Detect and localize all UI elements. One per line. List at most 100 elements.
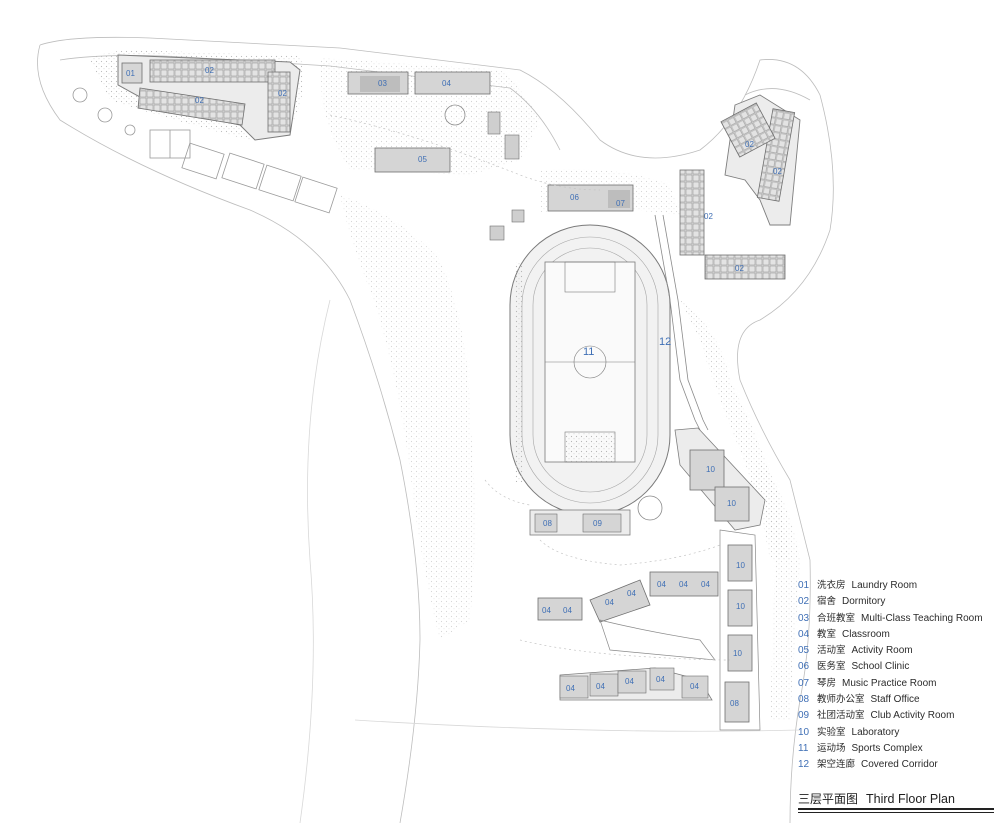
legend-label-en: School Clinic bbox=[851, 661, 910, 673]
legend-label-zh: 医务室 bbox=[817, 661, 846, 673]
room-label: 07 bbox=[616, 199, 625, 208]
room-label: 04 bbox=[679, 580, 688, 589]
legend-number: 04 bbox=[798, 628, 810, 640]
sports-courts bbox=[72, 87, 338, 214]
room-label: 04 bbox=[442, 79, 451, 88]
legend-number: 12 bbox=[798, 759, 810, 771]
title-underline bbox=[798, 808, 994, 810]
legend-label-zh: 宿舍 bbox=[817, 596, 837, 608]
room-label: 04 bbox=[656, 675, 665, 684]
legend-label-zh: 教室 bbox=[817, 628, 837, 640]
room-label: 06 bbox=[570, 193, 579, 202]
room-label: 12 bbox=[659, 336, 671, 348]
plan-title-en: Third Floor Plan bbox=[866, 792, 955, 806]
room-label: 02 bbox=[195, 96, 204, 105]
legend-number: 06 bbox=[798, 661, 810, 673]
room-label: 04 bbox=[563, 606, 572, 615]
legend-item: 04 教室 Classroom bbox=[798, 627, 998, 643]
room-label: 08 bbox=[730, 699, 739, 708]
legend-label-en: Multi-Class Teaching Room bbox=[861, 612, 983, 624]
room-label: 04 bbox=[542, 606, 551, 615]
room-label: 10 bbox=[736, 602, 745, 611]
legend-label-en: Laboratory bbox=[851, 726, 900, 738]
room-label: 05 bbox=[418, 155, 427, 164]
dorm-block-northeast bbox=[679, 94, 801, 280]
room-label: 02 bbox=[704, 212, 713, 221]
legend-item: 11 运动场 Sports Complex bbox=[798, 741, 998, 757]
legend-label-en: Sports Complex bbox=[851, 742, 923, 754]
legend-label-zh: 社团活动室 bbox=[817, 710, 865, 722]
legend-label-en: Dormitory bbox=[842, 596, 886, 608]
room-labels: 01 02 02 02 03 04 05 06 07 02 02 02 02 1… bbox=[126, 66, 782, 708]
room-label: 04 bbox=[657, 580, 666, 589]
plan-title: 三层平面图 Third Floor Plan bbox=[798, 790, 955, 807]
covered-corridor bbox=[654, 214, 709, 431]
legend-number: 05 bbox=[798, 645, 810, 657]
legend-number: 11 bbox=[798, 742, 809, 754]
legend-label-en: Classroom bbox=[842, 628, 890, 640]
legend-label-en: Music Practice Room bbox=[842, 677, 937, 689]
room-label: 10 bbox=[727, 499, 736, 508]
clinic-music-block bbox=[489, 184, 634, 241]
legend-number: 01 bbox=[798, 580, 810, 591]
legend-label-zh: 架空连廊 bbox=[817, 759, 856, 771]
legend-label-en: Covered Corridor bbox=[861, 759, 938, 771]
legend-item: 02 宿舍 Dormitory bbox=[798, 594, 998, 610]
circulation-paths bbox=[329, 114, 731, 661]
room-label: 02 bbox=[745, 140, 754, 149]
legend-number: 08 bbox=[798, 694, 810, 706]
north-teaching-block bbox=[347, 71, 520, 173]
room-label: 04 bbox=[605, 598, 614, 607]
sports-complex bbox=[509, 224, 671, 516]
legend-label-zh: 运动场 bbox=[817, 742, 846, 754]
legend-item: 10 实验室 Laboratory bbox=[798, 725, 998, 741]
legend-item: 06 医务室 School Clinic bbox=[798, 659, 998, 675]
room-label: 02 bbox=[773, 167, 782, 176]
room-label: 10 bbox=[733, 649, 742, 658]
legend-number: 07 bbox=[798, 677, 810, 689]
room-label: 02 bbox=[735, 264, 744, 273]
legend-item: 09 社团活动室 Club Activity Room bbox=[798, 708, 998, 724]
south-classroom-blocks bbox=[529, 495, 719, 701]
legend-number: 02 bbox=[798, 596, 810, 608]
legend-label-zh: 教师办公室 bbox=[817, 694, 865, 706]
legend-label-zh: 合班教室 bbox=[817, 612, 856, 624]
legend-item: 03 合班教室 Multi-Class Teaching Room bbox=[798, 611, 998, 627]
dorm-block-northwest bbox=[117, 54, 301, 141]
lab-block bbox=[674, 427, 766, 731]
room-label: 11 bbox=[583, 346, 594, 358]
room-label: 10 bbox=[736, 561, 745, 570]
room-label: 09 bbox=[593, 519, 602, 528]
title-underline bbox=[798, 812, 994, 813]
room-label: 02 bbox=[278, 89, 287, 98]
room-label: 04 bbox=[566, 684, 575, 693]
legend-number: 10 bbox=[798, 726, 810, 738]
room-label: 04 bbox=[701, 580, 710, 589]
legend-item: 05 活动室 Activity Room bbox=[798, 643, 998, 659]
room-label: 03 bbox=[378, 79, 387, 88]
legend-label-zh: 实验室 bbox=[817, 726, 846, 738]
legend-label-zh: 琴房 bbox=[817, 677, 837, 689]
room-label: 08 bbox=[543, 519, 552, 528]
legend-label-en: Club Activity Room bbox=[870, 710, 955, 722]
legend: 01 洗衣房 Laundry Room 02 宿舍 Dormitory 03 合班教室 Mu… bbox=[798, 578, 998, 774]
legend-item: 07 琴房 Music Practice Room bbox=[798, 676, 998, 692]
legend-label-zh: 活动室 bbox=[817, 645, 846, 657]
room-label: 04 bbox=[690, 682, 699, 691]
legend-label-en: Staff Office bbox=[870, 694, 920, 706]
legend-number: 09 bbox=[798, 710, 810, 722]
legend-label-en: Laundry Room bbox=[851, 580, 918, 591]
room-label: 04 bbox=[627, 589, 636, 598]
legend-number: 03 bbox=[798, 612, 810, 624]
legend-item: 01 洗衣房 Laundry Room bbox=[798, 578, 998, 594]
room-label: 02 bbox=[205, 66, 214, 75]
legend-item: 08 教师办公室 Staff Office bbox=[798, 692, 998, 708]
legend-item: 12 架空连廊 Covered Corridor bbox=[798, 757, 998, 773]
room-label: 04 bbox=[625, 677, 634, 686]
room-label: 04 bbox=[596, 682, 605, 691]
legend-label-en: Activity Room bbox=[851, 645, 913, 657]
legend-label-zh: 洗衣房 bbox=[817, 580, 846, 591]
room-label: 10 bbox=[706, 465, 715, 474]
plan-title-zh: 三层平面图 bbox=[798, 792, 859, 806]
